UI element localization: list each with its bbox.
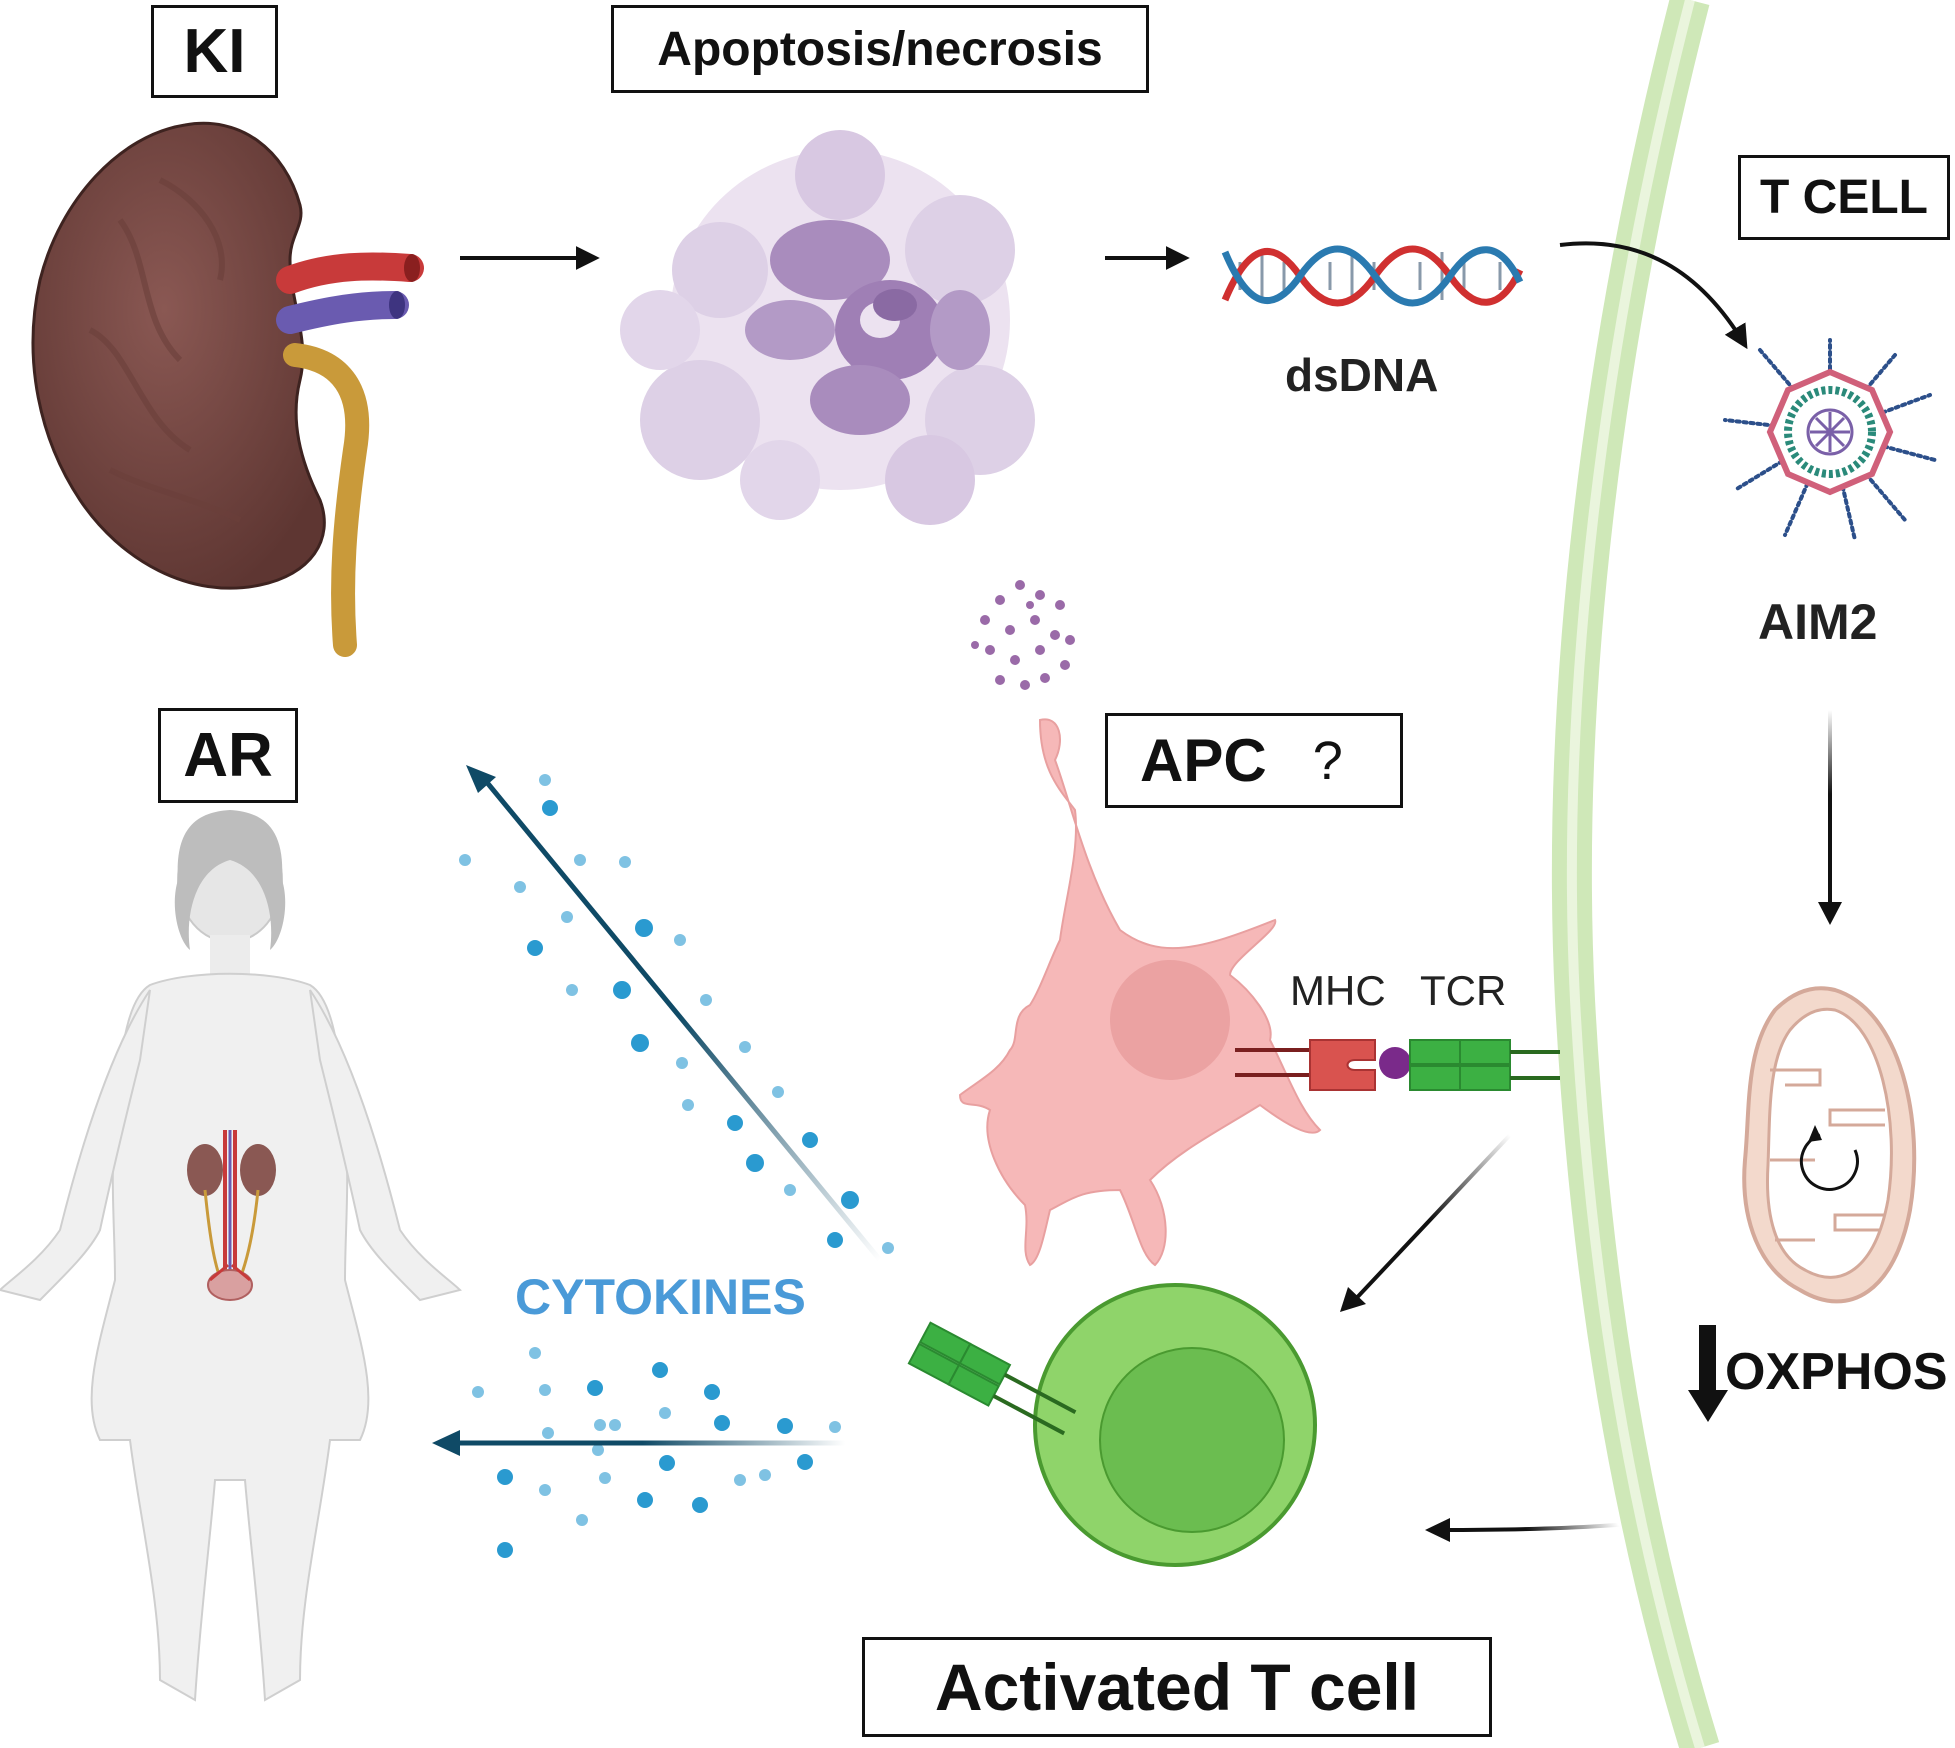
mhc-label: MHC	[1290, 967, 1386, 1014]
arrow-cytokines-to-ar-lower	[432, 1430, 845, 1456]
activated-t-cell-icon	[907, 1283, 1317, 1567]
apc-label-text: APC	[1140, 727, 1267, 794]
dying-cell-icon	[620, 130, 1035, 525]
cell-membrane	[1551, 0, 1720, 1748]
human-body-icon	[0, 810, 462, 1702]
urinary-system-icon	[187, 1130, 276, 1301]
aim2-inflammasome-icon	[1723, 338, 1937, 542]
apc-label: APC ?	[1105, 713, 1403, 808]
arrow-aim2-to-mitochondrion	[1818, 710, 1842, 925]
dsdna-label: dsDNA	[1285, 349, 1439, 401]
aim2-label: AIM2	[1758, 594, 1878, 650]
mitochondrion-icon	[1742, 986, 1917, 1304]
arrow-oxphos-to-activated-t-cell	[1425, 1439, 1802, 1542]
down-arrow-icon	[1688, 1325, 1728, 1422]
oxphos-label: OXPHOS	[1725, 1343, 1948, 1401]
cytokine-particles-upper	[459, 774, 894, 1254]
kidney-icon	[31, 121, 424, 657]
apc-antigen-dots	[971, 580, 1075, 690]
activated-t-cell-label: Activated T cell	[862, 1637, 1492, 1737]
tcr-label: TCR	[1420, 967, 1507, 1014]
apc-cell-icon	[958, 580, 1322, 1267]
ar-label: AR	[158, 708, 298, 803]
apc-question-mark: ?	[1312, 730, 1343, 791]
ki-label: KI	[151, 5, 278, 98]
t-cell-label: T CELL	[1738, 155, 1950, 240]
arrow-dsdna-to-aim2	[1559, 241, 1748, 350]
arrow-apc-to-activated-t-cell	[1340, 1133, 1512, 1312]
cytokine-particles-lower	[472, 1347, 841, 1558]
apoptosis-necrosis-label: Apoptosis/necrosis	[611, 5, 1149, 93]
cytokines-label: CYTOKINES	[515, 1269, 806, 1325]
arrow-cytokines-to-ar-upper	[466, 765, 882, 1262]
mhc-tcr-complex-icon	[1235, 1039, 1560, 1091]
dsdna-icon	[1221, 245, 1524, 307]
